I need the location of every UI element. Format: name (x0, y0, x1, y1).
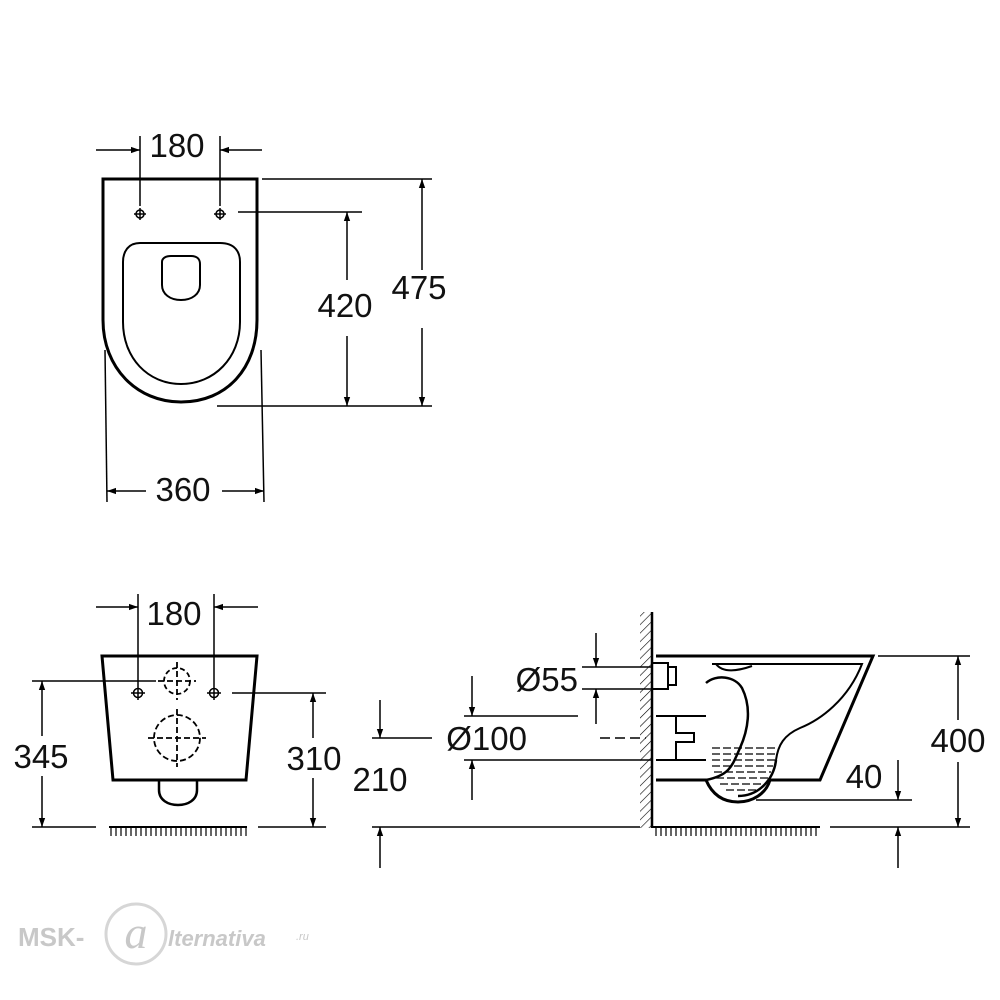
watermark-at-logo: a (104, 902, 168, 966)
dim-label-overall-length: 475 (391, 269, 446, 306)
inlet-opening-front (158, 662, 196, 700)
outlet-opening-front (148, 709, 206, 767)
fixing-hole-right-top (214, 208, 226, 220)
top-view: 180 475 420 360 (96, 127, 447, 508)
dim-345 (32, 680, 156, 828)
floor-front (109, 826, 247, 836)
fixing-hole-right-front (207, 686, 221, 700)
dim-180-front (96, 594, 258, 686)
trap-front-wall (737, 759, 778, 798)
dim-310 (232, 692, 326, 828)
trap-channel-side (705, 676, 750, 782)
floor-side (652, 826, 820, 836)
dim-40 (756, 760, 912, 868)
outlet-pipe-side (656, 715, 706, 761)
watermark-text-right: lternativa (168, 926, 266, 951)
dim-label-outlet-diameter: Ø100 (446, 720, 527, 757)
dim-label-trap-depth: 40 (846, 758, 883, 795)
rim-lip-side (715, 663, 753, 672)
outlet-spigot-front (157, 780, 199, 807)
dim-100 (464, 676, 652, 800)
dim-label-right-height: 310 (286, 740, 341, 777)
side-view: Ø55 Ø100 210 40 (352, 612, 986, 868)
dim-label-overall-height: 400 (930, 722, 985, 759)
inlet-connector-side (651, 662, 677, 690)
dim-180-top (96, 136, 262, 206)
dim-label-inlet-diameter: Ø55 (516, 661, 578, 698)
watermark-suffix: .ru (296, 931, 309, 943)
rim-inner-side (712, 663, 864, 761)
dim-label-overall-width: 360 (155, 471, 210, 508)
dim-400 (878, 655, 970, 828)
dim-label-left-height: 345 (13, 738, 68, 775)
dim-420 (238, 211, 362, 406)
bowl-outline-front (100, 654, 259, 782)
watermark: MSK- a lternativa .ru (18, 902, 309, 966)
dim-475 (217, 178, 432, 407)
dim-55 (582, 633, 652, 724)
dim-label-fixing-to-rim: 420 (317, 287, 372, 324)
dim-210 (372, 700, 640, 868)
bowl-outline-top (101, 177, 259, 404)
water-level (712, 747, 776, 791)
fixing-hole-left-top (134, 208, 146, 220)
svg-text:a: a (125, 907, 148, 958)
flush-hole-top (161, 255, 201, 302)
inner-rim-top (122, 242, 241, 386)
dim-360 (104, 349, 265, 503)
watermark-text-left: MSK- (18, 922, 84, 952)
dim-label-hole-spacing-top: 180 (149, 127, 204, 164)
bowl-outline-side (656, 654, 876, 804)
dim-label-outlet-height: 210 (352, 761, 407, 798)
fixing-hole-left-front (131, 686, 145, 700)
front-view: 180 345 310 (13, 594, 342, 836)
wall-side (640, 612, 654, 828)
dim-label-hole-spacing-front: 180 (146, 595, 201, 632)
